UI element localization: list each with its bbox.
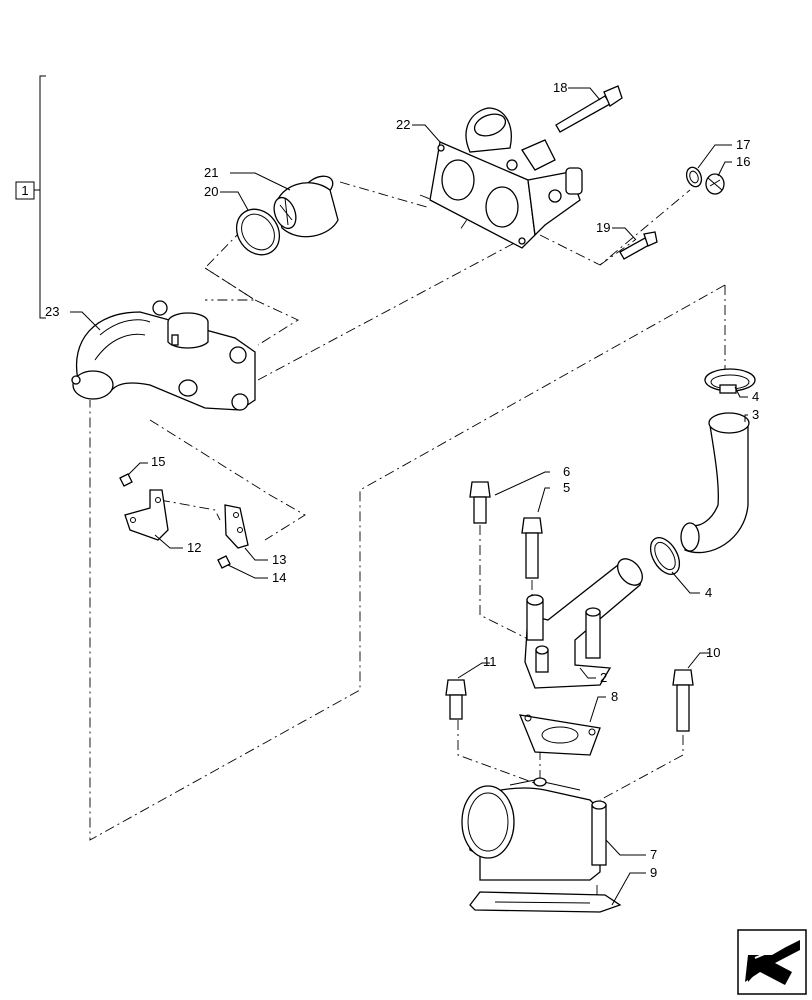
callout-7: 7 — [650, 847, 657, 862]
inlet-elbow-part — [461, 777, 607, 881]
callout-21: 21 — [204, 165, 218, 180]
callout-10: 10 — [706, 645, 720, 660]
bolts-group — [445, 481, 694, 732]
callout-3: 3 — [752, 407, 759, 422]
small-bolt-part — [619, 231, 658, 260]
callout-2: 2 — [600, 670, 607, 685]
elbow-outlet-part — [524, 558, 643, 689]
group-box-label: 1 — [21, 183, 28, 198]
assembly-lines — [89, 181, 726, 895]
callout-22: 22 — [396, 117, 410, 132]
o-ring-part — [235, 208, 281, 256]
callout-6: 6 — [563, 464, 570, 479]
callout-5: 5 — [563, 480, 570, 495]
callout-8: 8 — [611, 689, 618, 704]
screw-15 — [119, 473, 133, 487]
callout-23: 23 — [45, 304, 59, 319]
brackets-group — [119, 473, 249, 569]
bolt-5 — [521, 517, 543, 579]
gasket-part — [518, 714, 601, 756]
callout-17: 17 — [736, 137, 750, 152]
screw-14 — [217, 555, 231, 569]
callout-labels: 18 22 21 20 23 17 16 19 4 3 6 5 4 2 8 11… — [45, 80, 759, 880]
callout-14: 14 — [272, 570, 286, 585]
thermostat-housing-elbow — [71, 300, 256, 411]
callout-19: 19 — [596, 220, 610, 235]
callout-11: 11 — [483, 654, 497, 669]
callout-12: 12 — [187, 540, 201, 555]
bracket-12 — [124, 489, 169, 541]
hose-clamp-lower — [649, 537, 681, 575]
callout-16: 16 — [736, 154, 750, 169]
bolt-11 — [445, 679, 467, 720]
callout-18: 18 — [553, 80, 567, 95]
plug-and-washer-part — [685, 166, 725, 195]
group-bracket: 1 — [15, 75, 46, 319]
thermostat-part — [273, 175, 339, 238]
callout-9: 9 — [650, 865, 657, 880]
flat-gasket-part — [469, 891, 622, 913]
coolant-hose-part — [680, 412, 750, 554]
callout-4-lower: 4 — [705, 585, 712, 600]
bolt-6 — [469, 481, 491, 524]
callout-13: 13 — [272, 552, 286, 567]
bracket-13 — [224, 504, 249, 549]
hose-clamp-top — [704, 368, 756, 394]
arrow-left-down-icon[interactable] — [737, 929, 807, 995]
water-manifold-part — [429, 107, 583, 249]
callout-20: 20 — [204, 184, 218, 199]
callout-4-top: 4 — [752, 389, 759, 404]
leader-lines — [70, 87, 748, 906]
bolt-10 — [672, 669, 694, 732]
long-bolt-part — [555, 85, 623, 133]
callout-15: 15 — [151, 454, 165, 469]
